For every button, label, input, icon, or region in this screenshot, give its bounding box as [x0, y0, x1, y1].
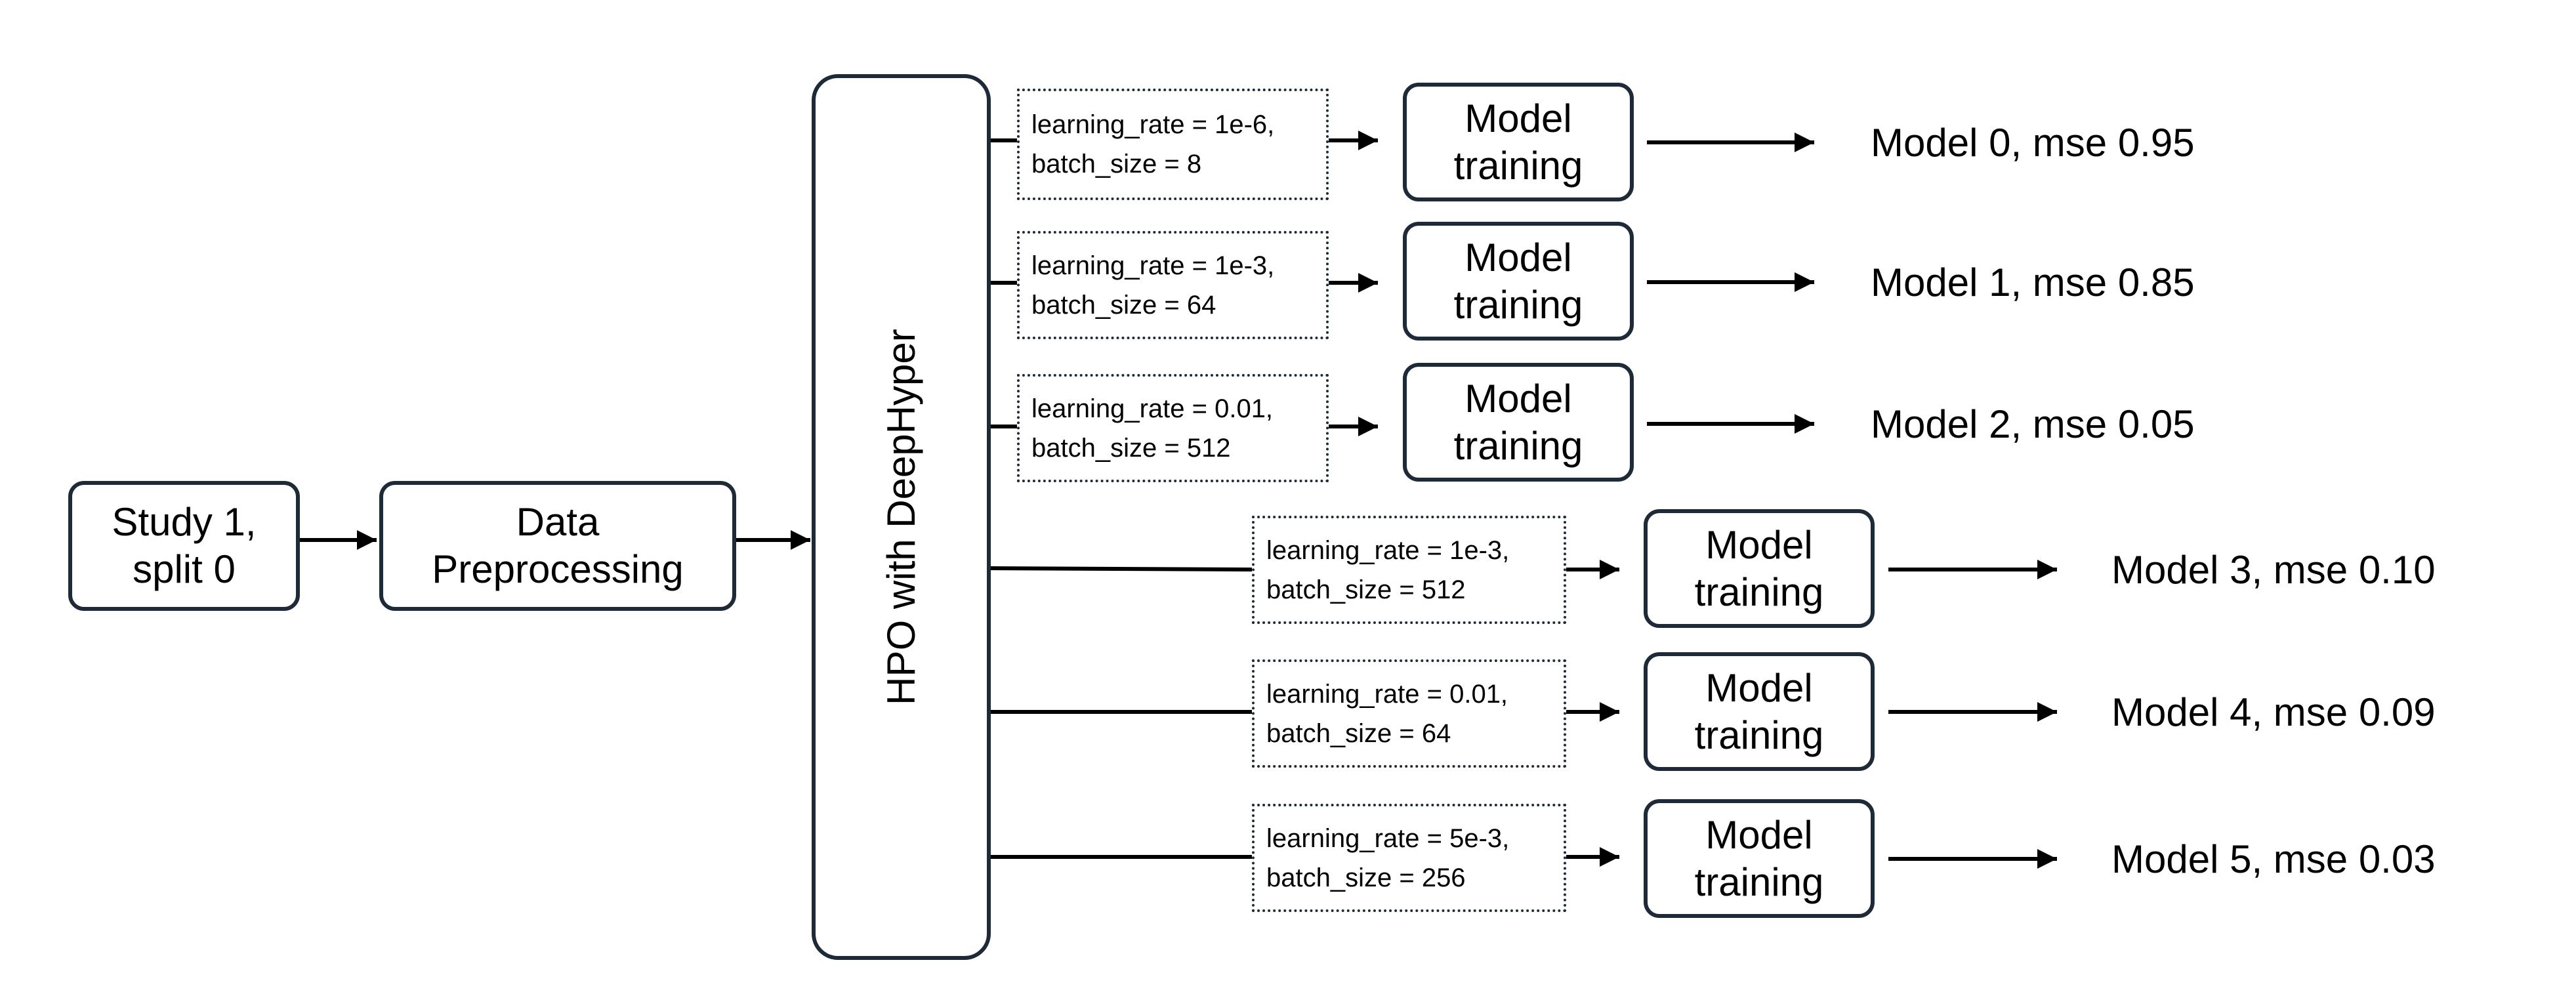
- model-result-5: Model 5, mse 0.03: [2111, 837, 2436, 881]
- study-box: Study 1, split 0: [68, 481, 300, 611]
- hyperparams-label: learning_rate = 0.01, batch_size = 512: [1031, 394, 1274, 463]
- study-label: Study 1, split 0: [112, 500, 257, 591]
- model-training-label: Model training: [1453, 235, 1583, 327]
- hyperparams-box-3: learning_rate = 1e-3, batch_size = 512: [1252, 516, 1566, 624]
- hyperparams-box-4: learning_rate = 0.01, batch_size = 64: [1252, 659, 1566, 768]
- model-training-label: Model training: [1694, 665, 1824, 757]
- model-training-box-4: Model training: [1644, 652, 1875, 771]
- hyperparams-box-2: learning_rate = 0.01, batch_size = 512: [1017, 374, 1329, 482]
- model-result-0: Model 0, mse 0.95: [1871, 120, 2195, 165]
- hyperparams-box-5: learning_rate = 5e-3, batch_size = 256: [1252, 804, 1566, 912]
- hyperparams-box-1: learning_rate = 1e-3, batch_size = 64: [1017, 231, 1329, 339]
- model-training-box-3: Model training: [1644, 509, 1875, 628]
- hyperparams-label: learning_rate = 1e-3, batch_size = 64: [1031, 251, 1275, 320]
- hyperparams-label: learning_rate = 1e-3, batch_size = 512: [1266, 535, 1510, 604]
- hpo-label: HPO with DeepHyper: [879, 329, 923, 705]
- model-result-4: Model 4, mse 0.09: [2111, 690, 2436, 734]
- model-training-box-2: Model training: [1403, 363, 1634, 482]
- hyperparams-label: learning_rate = 5e-3, batch_size = 256: [1266, 823, 1510, 892]
- hyperparams-label: learning_rate = 1e-6, batch_size = 8: [1031, 110, 1275, 178]
- model-result-1: Model 1, mse 0.85: [1871, 260, 2195, 304]
- model-training-box-0: Model training: [1403, 83, 1634, 201]
- model-training-box-1: Model training: [1403, 222, 1634, 341]
- model-training-label: Model training: [1694, 812, 1824, 904]
- hpo-box: HPO with DeepHyper: [812, 74, 991, 960]
- preprocessing-label: Data Preprocessing: [432, 500, 684, 591]
- model-result-3: Model 3, mse 0.10: [2111, 547, 2436, 592]
- model-result-2: Model 2, mse 0.05: [1871, 402, 2195, 446]
- hyperparams-label: learning_rate = 0.01, batch_size = 64: [1266, 679, 1508, 748]
- model-training-label: Model training: [1453, 96, 1583, 188]
- preprocessing-box: Data Preprocessing: [379, 481, 736, 611]
- hyperparams-box-0: learning_rate = 1e-6, batch_size = 8: [1017, 89, 1329, 200]
- model-training-box-5: Model training: [1644, 799, 1875, 918]
- model-training-label: Model training: [1453, 376, 1583, 468]
- model-training-label: Model training: [1694, 522, 1824, 614]
- connector-hpo-to-params-3: [989, 566, 1253, 571]
